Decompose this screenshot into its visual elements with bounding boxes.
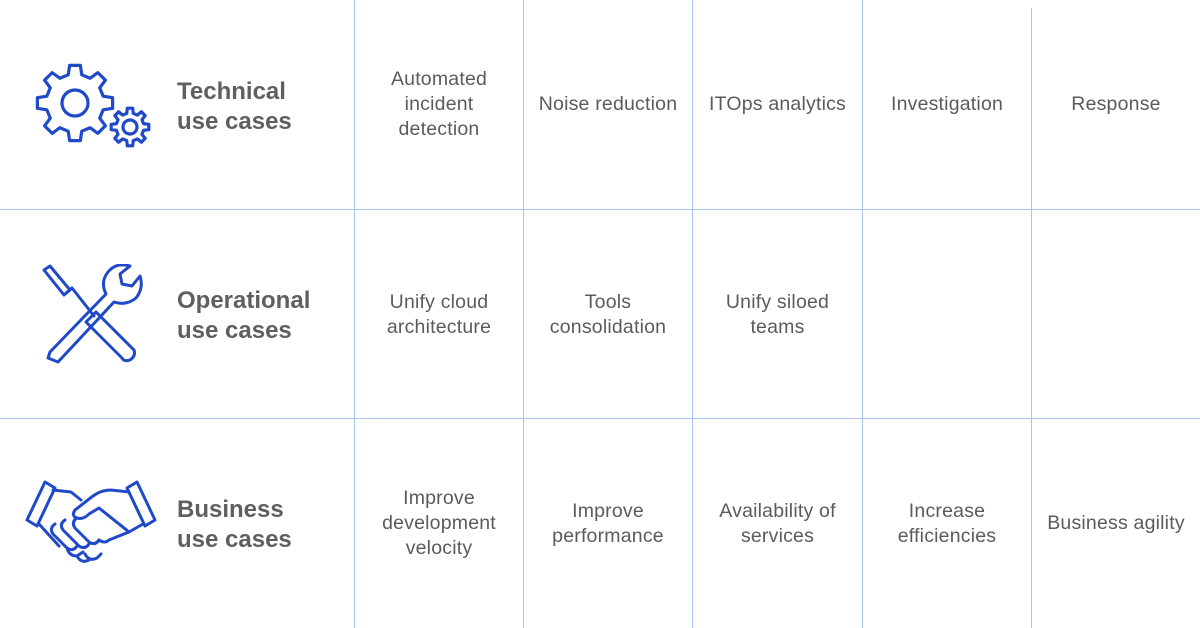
use-case-label: Response <box>1071 93 1161 115</box>
row-title-line: Operational <box>177 287 311 314</box>
row-title-business: Business use cases <box>177 495 352 555</box>
gears-icon <box>35 63 151 148</box>
grid-line <box>0 418 1200 419</box>
use-case-cell: ITOps analytics <box>693 0 862 209</box>
row-header-technical: Technical use cases <box>0 0 354 209</box>
row-title-operational: Operational use cases <box>177 286 352 346</box>
use-case-label: Availability of services <box>719 499 836 547</box>
use-case-cell: Investigation <box>863 0 1031 209</box>
row-title-line: Business <box>177 496 284 523</box>
use-case-cell: Unify cloud architecture <box>355 210 523 419</box>
row-header-business: Business use cases <box>0 418 354 627</box>
use-case-label: Business agility <box>1047 512 1185 534</box>
use-case-cell: Improve development velocity <box>355 419 523 628</box>
use-case-label: Investigation <box>890 93 1004 115</box>
grid-line <box>354 0 355 628</box>
use-case-cell: Response <box>1032 0 1200 209</box>
use-case-label: Noise reduction <box>538 93 678 115</box>
use-case-cell: Tools consolidation <box>524 210 692 419</box>
row-title-line: use cases <box>177 108 292 135</box>
row-title-line: use cases <box>177 317 292 344</box>
use-case-label: Tools consolidation <box>549 290 667 338</box>
grid-line <box>523 0 524 628</box>
tools-icon <box>42 264 143 364</box>
use-case-cell: Increase efficiencies <box>863 419 1031 628</box>
use-case-cell: Noise reduction <box>524 0 692 209</box>
use-case-label: Improve development velocity <box>382 487 496 559</box>
use-case-cell <box>863 210 1031 419</box>
row-title-line: Technical <box>177 78 286 105</box>
grid-line <box>862 0 863 628</box>
use-case-cell: Automated incident detection <box>355 0 523 209</box>
use-case-cell: Availability of services <box>693 419 862 628</box>
use-case-label: ITOps analytics <box>708 93 847 115</box>
use-case-cell: Unify siloed teams <box>693 210 862 419</box>
grid-line <box>692 0 693 628</box>
use-case-label: Automated incident detection <box>390 68 488 140</box>
use-case-label: Improve performance <box>552 499 664 547</box>
use-case-label: Unify siloed teams <box>725 290 830 338</box>
grid-line <box>1031 8 1032 628</box>
use-case-label: Increase efficiencies <box>897 499 997 547</box>
grid-line <box>0 209 1200 210</box>
use-case-cell: Improve performance <box>524 419 692 628</box>
use-case-label: Unify cloud architecture <box>386 290 492 338</box>
row-header-operational: Operational use cases <box>0 209 354 418</box>
row-title-line: use cases <box>177 526 292 553</box>
use-case-cell <box>1032 210 1200 419</box>
use-case-cell: Business agility <box>1032 419 1200 628</box>
row-title-technical: Technical use cases <box>177 77 352 137</box>
handshake-icon <box>25 480 157 563</box>
